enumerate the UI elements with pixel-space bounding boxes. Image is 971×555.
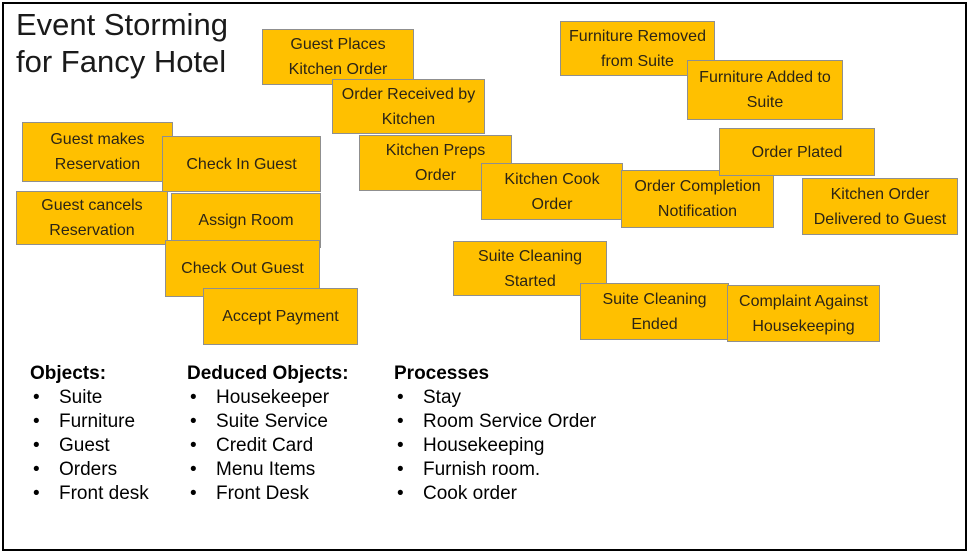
list-item: Furniture: [30, 410, 180, 434]
list-item: Furnish room.: [394, 458, 624, 482]
list-item: Housekeeping: [394, 434, 624, 458]
sticky-note[interactable]: Order Completion Notification: [621, 170, 774, 228]
page-title: Event Storming for Fancy Hotel: [16, 6, 228, 80]
list-item: Stay: [394, 386, 624, 410]
processes-list: Processes StayRoom Service OrderHousekee…: [394, 362, 624, 506]
list-item: Guest: [30, 434, 180, 458]
sticky-note[interactable]: Assign Room: [171, 193, 321, 248]
list-item: Suite: [30, 386, 180, 410]
objects-list-items: SuiteFurnitureGuestOrdersFront desk: [30, 386, 180, 506]
list-item: Menu Items: [187, 458, 377, 482]
sticky-note[interactable]: Suite Cleaning Ended: [580, 283, 729, 340]
page-title-line1: Event Storming: [16, 7, 228, 42]
list-item: Front Desk: [187, 482, 377, 506]
list-item: Housekeeper: [187, 386, 377, 410]
list-item: Suite Service: [187, 410, 377, 434]
processes-list-items: StayRoom Service OrderHousekeepingFurnis…: [394, 386, 624, 506]
list-item: Credit Card: [187, 434, 377, 458]
sticky-note[interactable]: Guest makes Reservation: [22, 122, 173, 182]
sticky-note[interactable]: Suite Cleaning Started: [453, 241, 607, 296]
sticky-note[interactable]: Kitchen Order Delivered to Guest: [802, 178, 958, 235]
list-item: Room Service Order: [394, 410, 624, 434]
sticky-note[interactable]: Guest cancels Reservation: [16, 191, 168, 245]
sticky-note[interactable]: Furniture Added to Suite: [687, 60, 843, 120]
list-item: Orders: [30, 458, 180, 482]
page-title-line2: for Fancy Hotel: [16, 44, 227, 79]
sticky-note[interactable]: Order Plated: [719, 128, 875, 176]
deduced-objects-list-items: HousekeeperSuite ServiceCredit CardMenu …: [187, 386, 377, 506]
list-item: Cook order: [394, 482, 624, 506]
sticky-note[interactable]: Guest Places Kitchen Order: [262, 29, 414, 85]
processes-list-heading: Processes: [394, 363, 490, 384]
sticky-note[interactable]: Accept Payment: [203, 288, 358, 345]
sticky-note[interactable]: Complaint Against Housekeeping: [727, 285, 880, 342]
sticky-note[interactable]: Check In Guest: [162, 136, 321, 192]
sticky-note[interactable]: Order Received by Kitchen: [332, 79, 485, 134]
sticky-note[interactable]: Kitchen Cook Order: [481, 163, 623, 220]
deduced-objects-list: Deduced Objects: HousekeeperSuite Servic…: [187, 362, 377, 506]
objects-list: Objects: SuiteFurnitureGuestOrdersFront …: [30, 362, 180, 506]
deduced-objects-list-heading: Deduced Objects:: [187, 363, 349, 384]
objects-list-heading: Objects:: [30, 363, 107, 384]
list-item: Front desk: [30, 482, 180, 506]
